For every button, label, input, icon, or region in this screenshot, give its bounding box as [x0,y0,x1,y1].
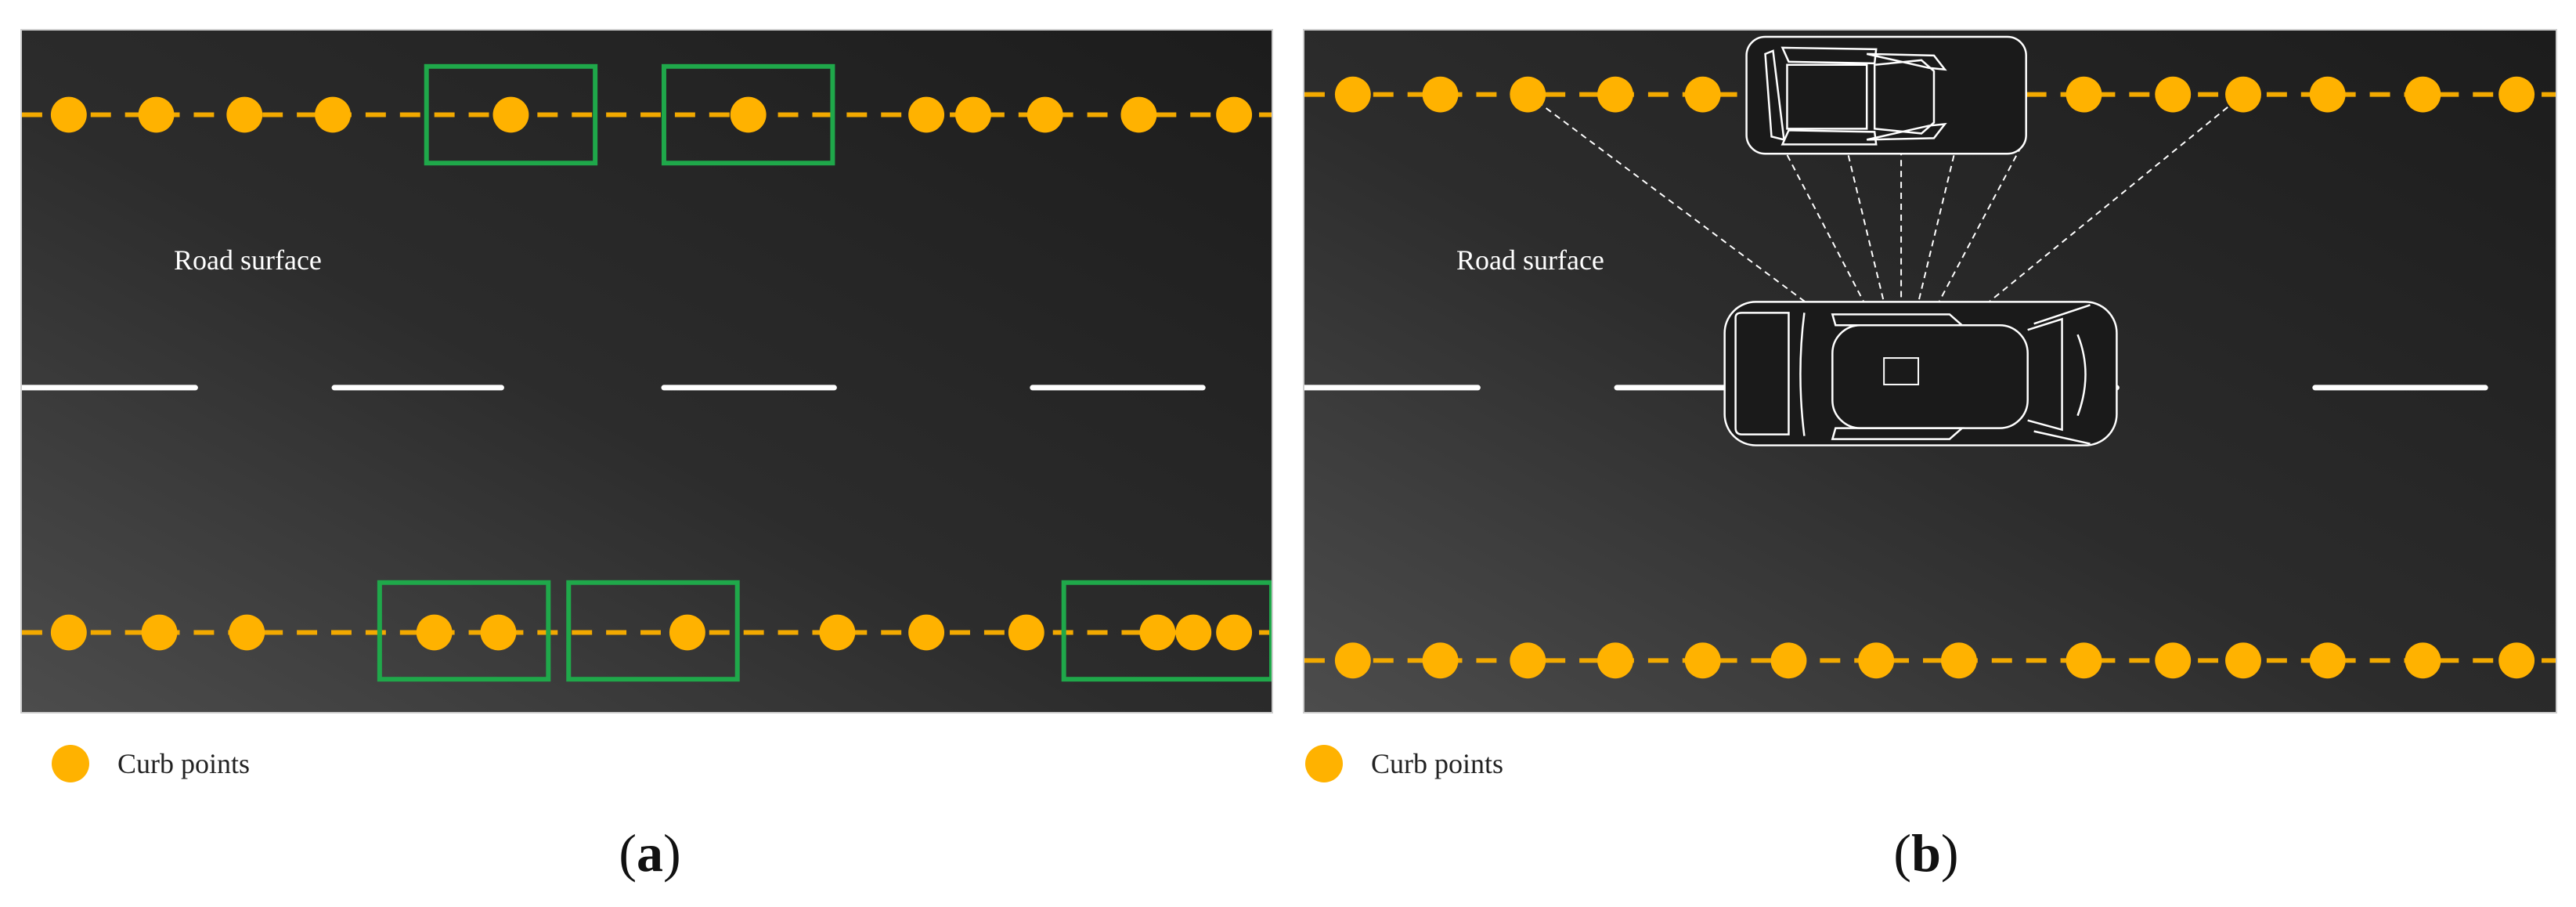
caption-a: (a) [619,823,681,883]
highlight-box [377,580,551,682]
curb-point [1008,614,1044,651]
curb-point [1684,76,1721,113]
curb-point [1940,642,1977,679]
curb-points [50,96,1253,651]
curb-point [315,96,351,133]
curb-point [226,96,263,133]
legend-a: Curb points [52,744,250,783]
curb-point [229,614,265,651]
road-surface-area [22,31,1272,712]
curb-point [1216,614,1253,651]
curb-point [819,614,856,651]
legend-label: Curb points [117,748,251,779]
curb-point [1770,642,1807,679]
curb-point [1597,642,1633,679]
caption-letter: a [637,823,663,883]
curb-point [416,614,453,651]
highlight-box [424,63,598,166]
curb-point [2155,76,2192,113]
ego-vehicle-icon [1723,301,2118,446]
curb-point [908,96,945,133]
curb-point [50,614,87,651]
panel-b-canvas [1304,31,2556,712]
curb-point [1510,642,1546,679]
curb-point [2498,642,2535,679]
curb-point [2405,76,2441,113]
curb-point [1120,96,1157,133]
curb-point [1422,642,1459,679]
curb-point [1597,76,1633,113]
lidar-sensor-icon [1883,357,1920,385]
panel-a-canvas [22,31,1272,712]
curb-point [1510,76,1546,113]
road-surface-label: Road surface [1456,244,1604,276]
curb-point [492,96,529,133]
curb-point [955,96,991,133]
legend-label: Curb points [1371,748,1504,779]
curb-point [1334,642,1371,679]
curb-point [1422,76,1459,113]
curb-point [480,614,517,651]
curb-points [1334,76,2535,679]
curb-point [908,614,945,651]
panel-b-road-scene: Road surface [1303,29,2557,714]
curb-point [1216,96,1253,133]
curb-point [2309,642,2346,679]
legend-b: Curb points [1305,744,1503,783]
curb-point [1026,96,1063,133]
curb-point [2498,76,2535,113]
highlight-box [566,580,740,682]
curb-point [141,614,178,651]
curb-point [2065,76,2102,113]
sensor-ray [1900,93,2244,374]
curb-point [2155,642,2192,679]
curb-point [1175,614,1212,651]
curb-point [1684,642,1721,679]
curb-point [669,614,705,651]
parked-car-icon [1745,35,2027,155]
curb-point [1334,76,1371,113]
panel-a-road-scene: Road surface [20,29,1273,714]
curb-point [2225,76,2261,113]
caption-letter: b [1911,823,1941,883]
curb-point [50,96,87,133]
highlight-box [1061,580,1272,682]
curb-point [2225,642,2261,679]
highlight-box [661,63,835,166]
curb-point-legend-icon [1305,745,1343,782]
curb-point [2309,76,2346,113]
curb-point [2405,642,2441,679]
curb-point [138,96,175,133]
highlight-boxes [377,63,1272,682]
road-surface-label: Road surface [174,244,322,276]
curb-point [2065,642,2102,679]
curb-point [730,96,767,133]
curb-point-legend-icon [52,745,89,782]
caption-b: (b) [1893,823,1959,883]
curb-point [1858,642,1895,679]
curb-point [1139,614,1176,651]
